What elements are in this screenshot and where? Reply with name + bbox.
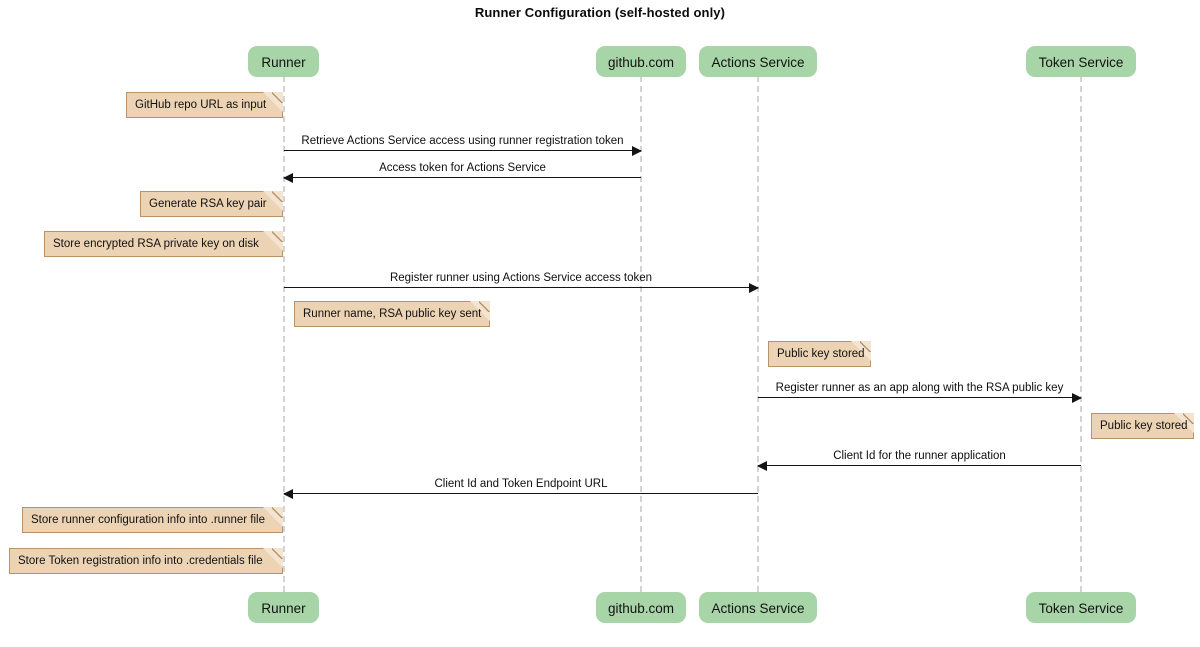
lifeline-runner bbox=[283, 76, 285, 592]
participant-token-bottom[interactable]: Token Service bbox=[1026, 592, 1136, 623]
note-repo-url-text: GitHub repo URL as input bbox=[135, 99, 267, 111]
msg-access-token-arrowhead bbox=[283, 172, 293, 183]
msg-retrieve-access-arrowhead bbox=[632, 145, 642, 156]
lifeline-actions bbox=[757, 76, 759, 592]
msg-client-id-endpoint-label: Client Id and Token Endpoint URL bbox=[434, 478, 608, 490]
msg-register-app-arrowhead bbox=[1072, 392, 1082, 403]
participant-runner-top[interactable]: Runner bbox=[248, 46, 319, 77]
note-repo-url: GitHub repo URL as input bbox=[126, 92, 283, 118]
msg-retrieve-access-line bbox=[284, 150, 641, 151]
participant-github-bottom[interactable]: github.com bbox=[596, 592, 686, 623]
note-store-private-key: Store encrypted RSA private key on disk bbox=[44, 231, 283, 257]
note-store-token-registration-text: Store Token registration info into .cred… bbox=[18, 555, 263, 567]
note-store-runner-config: Store runner configuration info into .ru… bbox=[22, 507, 283, 533]
note-public-key-stored-token: Public key stored bbox=[1091, 413, 1194, 439]
msg-client-id: Client Id for the runner application bbox=[757, 450, 1081, 471]
page-title: Runner Configuration (self-hosted only) bbox=[474, 5, 726, 20]
msg-register-runner-label: Register runner using Actions Service ac… bbox=[389, 272, 653, 284]
msg-client-id-endpoint-line bbox=[284, 493, 758, 494]
msg-register-runner-line bbox=[284, 287, 758, 288]
note-runner-name-key-text: Runner name, RSA public key sent bbox=[303, 308, 482, 320]
msg-access-token-label: Access token for Actions Service bbox=[379, 162, 546, 174]
msg-retrieve-access-label: Retrieve Actions Service access using ru… bbox=[301, 135, 624, 147]
msg-register-app: Register runner as an app along with the… bbox=[758, 382, 1082, 403]
lifeline-token bbox=[1080, 76, 1082, 592]
lifeline-github bbox=[640, 76, 642, 592]
note-public-key-stored-actions-text: Public key stored bbox=[777, 348, 865, 360]
participant-token-top[interactable]: Token Service bbox=[1026, 46, 1136, 77]
note-runner-name-key: Runner name, RSA public key sent bbox=[294, 301, 490, 327]
msg-register-runner-arrowhead bbox=[749, 282, 759, 293]
msg-client-id-endpoint: Client Id and Token Endpoint URL bbox=[283, 478, 758, 499]
note-store-runner-config-text: Store runner configuration info into .ru… bbox=[31, 514, 265, 526]
msg-register-app-line bbox=[758, 397, 1081, 398]
note-generate-rsa-text: Generate RSA key pair bbox=[149, 198, 267, 210]
note-store-token-registration: Store Token registration info into .cred… bbox=[9, 548, 283, 574]
msg-access-token: Access token for Actions Service bbox=[283, 162, 641, 183]
msg-register-app-label: Register runner as an app along with the… bbox=[775, 382, 1064, 394]
msg-register-runner: Register runner using Actions Service ac… bbox=[284, 272, 759, 293]
participant-runner-bottom[interactable]: Runner bbox=[248, 592, 319, 623]
participant-github-top[interactable]: github.com bbox=[596, 46, 686, 77]
msg-access-token-line bbox=[284, 177, 641, 178]
msg-client-id-label: Client Id for the runner application bbox=[833, 450, 1006, 462]
msg-client-id-line bbox=[758, 465, 1081, 466]
note-store-private-key-text: Store encrypted RSA private key on disk bbox=[53, 238, 259, 250]
participant-actions-bottom[interactable]: Actions Service bbox=[699, 592, 817, 623]
note-public-key-stored-token-text: Public key stored bbox=[1100, 420, 1188, 432]
msg-client-id-endpoint-arrowhead bbox=[283, 488, 293, 499]
msg-client-id-arrowhead bbox=[757, 460, 767, 471]
participant-actions-top[interactable]: Actions Service bbox=[699, 46, 817, 77]
note-generate-rsa: Generate RSA key pair bbox=[140, 191, 283, 217]
msg-retrieve-access: Retrieve Actions Service access using ru… bbox=[284, 135, 642, 156]
note-public-key-stored-actions: Public key stored bbox=[768, 341, 871, 367]
